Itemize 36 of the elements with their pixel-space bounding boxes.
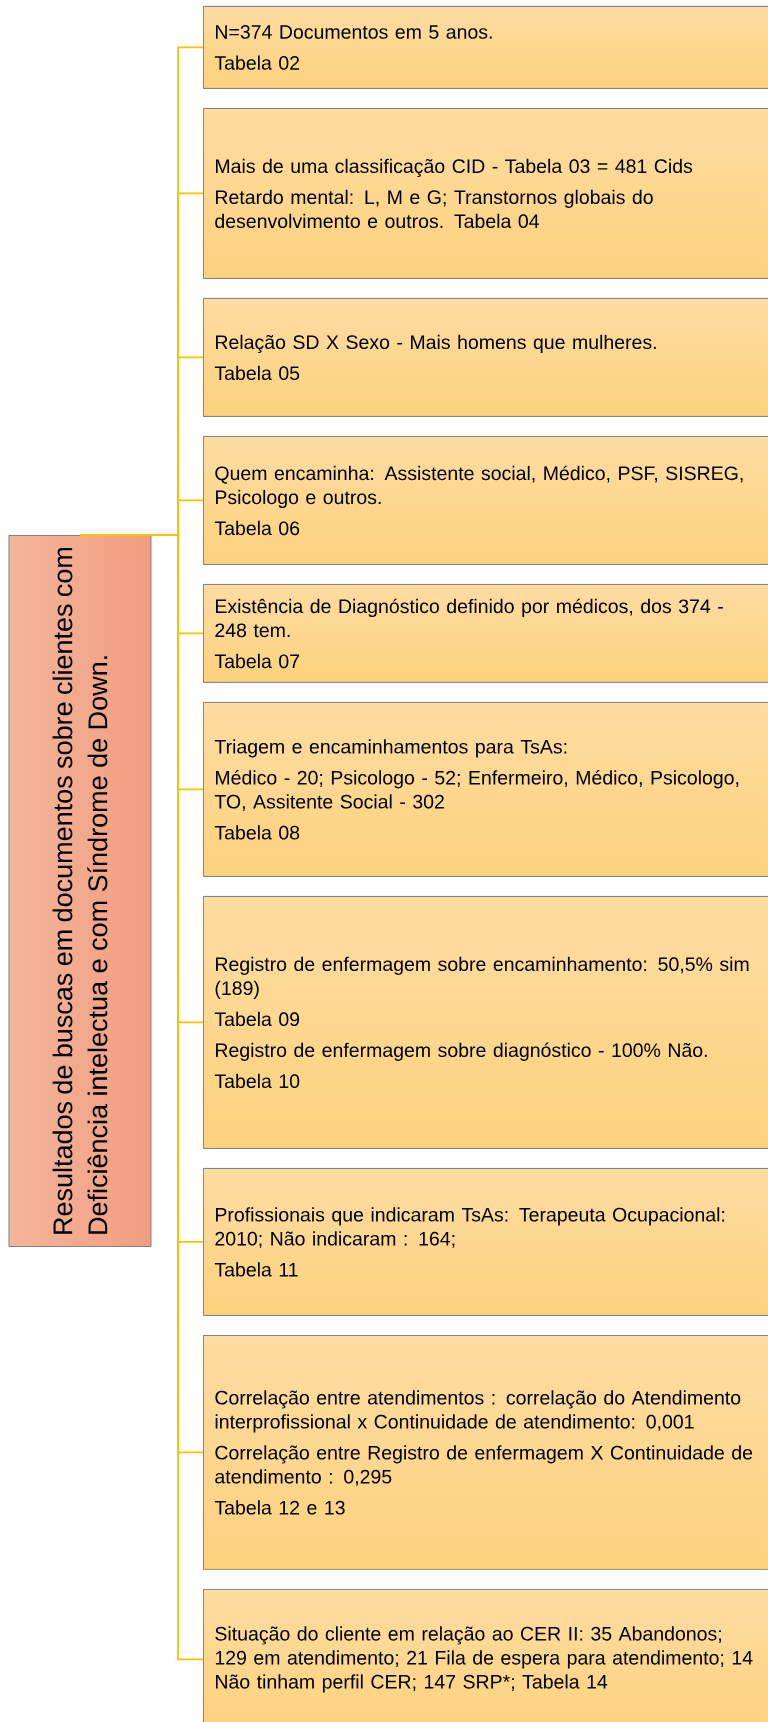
paragraph: Retardo mental: L, M e G; Transtornos globais do desenvolvimento e outros. Tabela 04 <box>215 189 653 229</box>
paragraph: Existência de Diagnóstico definido por médicos, dos 374 - 248 tem. <box>215 598 723 638</box>
title-text: Resultados de buscas em documentos sobre clientes com Deficiência intelectua e com Síndrome de Down. <box>52 547 108 1234</box>
result-box <box>203 298 768 417</box>
paragraph: Tabela 09 <box>214 1011 300 1027</box>
paragraph: Situação do cliente em relação ao CER II: 35 Abandonos; 129 em atendimento; 21 Fila de espera para atendimento; 14 Não tinham perfil CER; 147 SRP*; Tabela 14 <box>215 1626 753 1693</box>
paragraph: Tabela 06 <box>214 520 300 536</box>
result-box <box>203 1335 768 1570</box>
result-box <box>203 584 768 683</box>
paragraph: Tabela 07 <box>214 653 300 669</box>
paragraph: Relação SD X Sexo - Mais homens que mulheres. <box>216 334 656 353</box>
result-box <box>203 702 768 877</box>
result-box <box>203 108 768 279</box>
result-box <box>203 1589 768 1722</box>
paragraph: Tabela 08 <box>214 825 300 840</box>
paragraph: Correlação entre Registro de enfermagem X Continuidade de atendimento : 0,295 <box>215 1445 753 1486</box>
result-box <box>203 896 768 1149</box>
paragraph: Quem encaminha: Assistente social, Médico, PSF, SISREG, Psicologo e outros. <box>215 465 743 509</box>
paragraph: Tabela 11 <box>214 1262 298 1277</box>
paragraph: Tabela 10 <box>214 1073 300 1089</box>
paragraph: Correlação entre atendimentos : correlação do Atendimento interprofissional x Continuidade de atendimento: 0,001 <box>215 1390 741 1433</box>
result-box <box>203 436 768 565</box>
paragraph: Registro de enfermagem sobre encaminhamento: 50,5% sim (189) <box>215 956 749 999</box>
root-box <box>8 535 152 1247</box>
paragraph: Mais de uma classificação CID - Tabela 03 = 481 Cids <box>216 158 693 177</box>
paragraph: Profissionais que indicaram TsAs: Terapeuta Ocupacional: 2010; Não indicaram : 164; <box>215 1207 725 1248</box>
result-box <box>203 6 768 89</box>
paragraph: Médico - 20; Psicologo - 52; Enfermeiro, Médico, Psicologo, TO, Assitente Social - 302 <box>214 770 739 811</box>
connector-line <box>79 534 204 1661</box>
paragraph: N=374 Documentos em 5 anos. <box>216 25 492 39</box>
result-box <box>203 1168 768 1316</box>
paragraph: Tabela 05 <box>214 365 300 381</box>
paragraph: Tabela 02 <box>214 55 300 70</box>
paragraph: Registro de enfermagem sobre diagnóstico - 100% Não. <box>216 1042 707 1061</box>
paragraph: Tabela 12 e 13 <box>214 1500 345 1515</box>
paragraph: Triagem e encaminhamentos para TsAs: <box>214 739 567 758</box>
